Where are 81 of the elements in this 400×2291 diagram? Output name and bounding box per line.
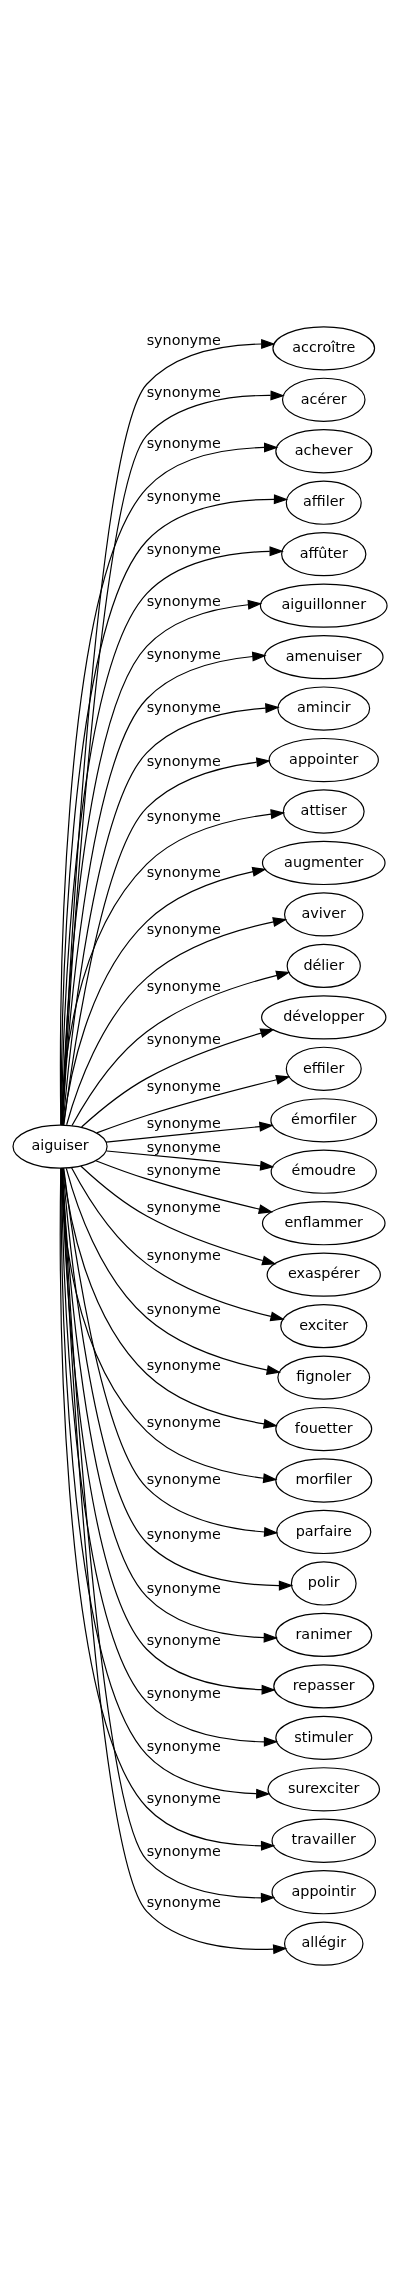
arrow [96, 1074, 291, 1133]
edge-label: synonyme [146, 331, 221, 348]
node-ellipse: exciter [280, 1303, 368, 1348]
edge-label: synonyme [146, 1631, 221, 1648]
edge-label: synonyme [146, 1789, 221, 1806]
node-ellipse: ranimer [275, 1612, 373, 1657]
node-ellipse: travailler [271, 1818, 377, 1863]
edge-label: synonyme [146, 977, 221, 994]
arrow [106, 1149, 275, 1171]
edge-label: synonyme [146, 807, 221, 824]
edge-label: synonyme [146, 1246, 221, 1263]
edge-label: synonyme [146, 1413, 221, 1430]
node-ellipse: aiguillonner [259, 583, 388, 628]
edge-label: synonyme [146, 698, 221, 715]
edge-label: synonyme [146, 487, 221, 504]
node-ellipse: morfiler [275, 1457, 373, 1503]
arrow [71, 970, 291, 1126]
arrow [62, 1167, 294, 1591]
arrow [80, 1027, 275, 1128]
node-ellipse: exaspérer [266, 1252, 381, 1297]
node-ellipse: délier [286, 943, 361, 988]
arrow [66, 916, 288, 1125]
arrow [60, 808, 286, 1125]
arrow [63, 1167, 279, 1537]
arrow [63, 756, 271, 1126]
node-ellipse: aviver [283, 891, 364, 937]
edge-label: synonyme [146, 1684, 221, 1701]
edge-label: synonyme [146, 1300, 221, 1317]
node-ellipse: allégir [283, 1921, 364, 1966]
node-ellipse: repasser [273, 1663, 375, 1708]
arrow [71, 1166, 285, 1321]
node-ellipse: aiguiser [12, 1123, 108, 1169]
edge-label: synonyme [146, 863, 221, 880]
edge-label: synonyme [146, 383, 221, 400]
arrow [80, 1164, 277, 1265]
node-ellipse: amenuiser [263, 634, 384, 679]
arrow [62, 702, 280, 1125]
node-ellipse: effiler [285, 1046, 362, 1091]
edge-label: synonyme [146, 1077, 221, 1094]
edge-label: synonyme [146, 920, 221, 937]
edge-label: synonyme [146, 1893, 221, 1910]
node-ellipse: parfaire [276, 1509, 372, 1554]
edge-label: synonyme [146, 752, 221, 769]
node-ellipse: affûter [281, 531, 367, 576]
arrow [65, 1167, 281, 1375]
node-ellipse: accroître [272, 325, 376, 370]
node-ellipse: stimuler [275, 1715, 373, 1760]
node-ellipse: amincir [277, 685, 371, 731]
node-ellipse: enflammer [261, 1200, 386, 1245]
edge-label: synonyme [146, 1470, 221, 1487]
edge-label: synonyme [146, 1579, 221, 1596]
node-ellipse: augmenter [261, 840, 386, 885]
node-ellipse: achever [275, 428, 373, 473]
edge-label: synonyme [146, 1161, 221, 1178]
node-ellipse: acérer [281, 377, 366, 422]
node-ellipse: fignoler [277, 1354, 371, 1400]
edge-label: synonyme [146, 1138, 221, 1155]
node-ellipse: appointer [268, 737, 379, 782]
arrow [95, 1159, 274, 1214]
edge-label: synonyme [146, 1114, 221, 1131]
edge-label: synonyme [146, 1842, 221, 1859]
edge-label: synonyme [146, 592, 221, 609]
arrow [62, 1167, 278, 1429]
edge-label: synonyme [146, 1198, 221, 1215]
edge-label: synonyme [146, 1525, 221, 1542]
node-ellipse: attiser [282, 788, 365, 834]
node-ellipse: affiler [285, 480, 362, 525]
node-ellipse: surexciter [267, 1766, 381, 1811]
arrow [105, 1121, 274, 1143]
edge-label: synonyme [146, 645, 221, 662]
edge-label: synonyme [146, 1030, 221, 1047]
node-ellipse: polir [290, 1560, 357, 1606]
node-ellipse: fouetter [275, 1406, 373, 1451]
arrow [62, 866, 267, 1126]
node-ellipse: appointir [271, 1869, 377, 1914]
edge-label: synonyme [146, 434, 221, 451]
node-ellipse: émorfiler [270, 1097, 378, 1142]
node-ellipse: émoudre [270, 1149, 377, 1194]
edge-label: synonyme [146, 540, 221, 557]
edge-label: synonyme [146, 1737, 221, 1754]
edge-label: synonyme [146, 1356, 221, 1373]
